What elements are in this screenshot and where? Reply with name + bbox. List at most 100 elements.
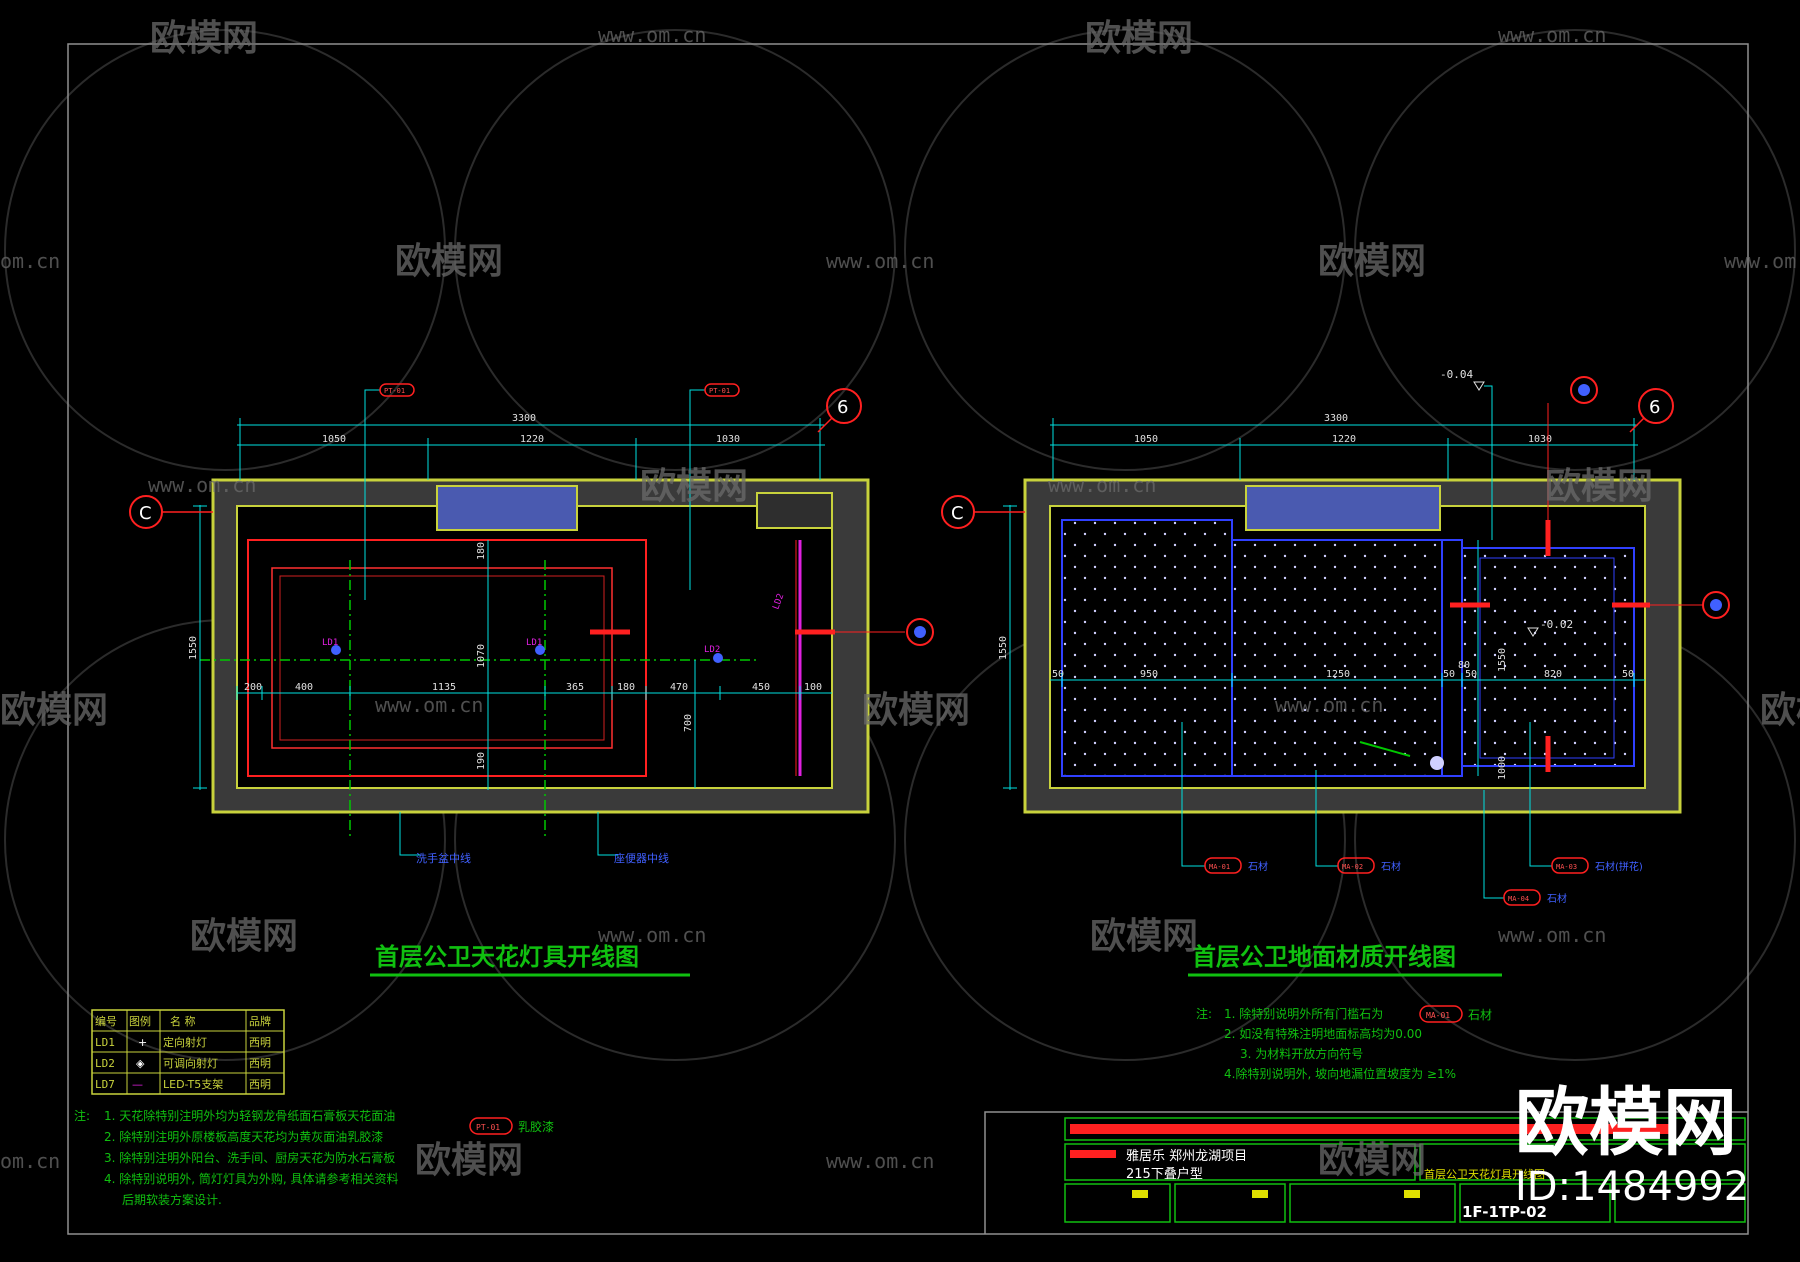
legend-r0-code: LD1: [95, 1036, 115, 1049]
right-floor-plan: 50 950 1250 50 50 820 50 1550 1550 1000 …: [941, 368, 1730, 977]
rdim-seg-0: 1050: [1134, 434, 1158, 445]
dim-total: 3300: [512, 413, 536, 424]
callout-tag-3: MA-04: [1508, 895, 1529, 903]
axis-c-right: C: [951, 503, 964, 524]
dim-row-5: 470: [670, 682, 688, 693]
left-ceiling-plan: 200 400 1135 365 180 470 450 100 180 107…: [129, 383, 934, 977]
watermarks: 欧模网 欧模网 欧模网 欧模网 欧模网 欧模网 欧模网 欧模网 欧模网 欧模网 …: [0, 18, 1800, 1181]
rdim-seg-2: 1030: [1528, 434, 1552, 445]
wm-url-5: www.om.cn: [1724, 249, 1800, 273]
led-label-1: LD1: [526, 638, 542, 648]
rdim-row-4: 50: [1465, 669, 1477, 680]
left-notes: 注: 1. 天花除特别注明外均为轻钢龙骨纸面石膏板天花面油 2. 除特别注明外原…: [74, 1108, 554, 1207]
wm-logo-1: 欧模网: [150, 18, 258, 59]
rdim-row-6: 50: [1622, 669, 1634, 680]
left-ceiling-outer: [247, 539, 647, 777]
rdim-row-3: 50: [1443, 669, 1455, 680]
dim-row-6: 450: [752, 682, 770, 693]
wm-url-13: www.om.cn: [826, 1149, 934, 1173]
drawing-title: 首层公卫天花灯具开线图: [1424, 1167, 1545, 1181]
callout-toilet: 座便器中线: [614, 851, 669, 865]
wm-logo-5: 欧模网: [640, 466, 748, 507]
legend-r2-code: LD7: [95, 1078, 115, 1091]
left-notes-prefix: 注:: [74, 1108, 90, 1123]
legend-r0-brand: 西明: [249, 1036, 271, 1049]
left-note-2: 2. 除特别注明外原楼板高度天花均为黄灰面油乳胶漆: [104, 1129, 383, 1144]
right-window: [1245, 485, 1441, 531]
dim-v-2: 190: [476, 752, 487, 770]
right-notes: 注: 1. 除特别说明外所有门槛石为 2. 如没有特殊注明地面标高均为0.00 …: [1196, 1005, 1492, 1081]
tag-b: PT-01: [709, 387, 730, 395]
right-note-3: 3. 为材料开放方向符号: [1240, 1046, 1363, 1061]
axis-c-left: C: [139, 503, 152, 524]
drawing-number: 1F-1TP-02: [1462, 1203, 1547, 1221]
dim-row-4: 180: [617, 682, 635, 693]
legend-r1-symbol: ◈: [136, 1057, 145, 1070]
legend-r0-symbol: +: [138, 1036, 147, 1049]
wm-logo-2: 欧模网: [1085, 18, 1193, 59]
wm-url-9: www.om.cn: [1275, 693, 1383, 717]
callout-text-3: 石材: [1547, 892, 1567, 905]
rdim-v-0: 1550: [1497, 648, 1508, 672]
led-label-2: LD2: [704, 645, 720, 655]
dim-row-0: 200: [244, 682, 262, 693]
callout-text-2: 石材(拼花): [1595, 860, 1643, 873]
left-note-3: 3. 除特别注明外阳台、洗手间、厨房天花为防水石膏板: [104, 1150, 395, 1165]
wm-logo-12: 欧模网: [415, 1140, 523, 1181]
dim-seg-0: 1050: [322, 434, 346, 445]
tag-a: PT-01: [384, 387, 405, 395]
wm-url-11: www.om.cn: [1498, 923, 1606, 947]
brand-id-label: ID:1484992: [1515, 1164, 1749, 1210]
rdim-seg-1: 1220: [1332, 434, 1356, 445]
left-plan-title: 首层公卫天花灯具开线图: [375, 943, 639, 971]
rdim-height: 1550: [998, 636, 1009, 660]
left-ceiling-mid: [271, 567, 613, 749]
dim-row-7: 100: [804, 682, 822, 693]
callout-washbasin: 洗手盆中线: [416, 851, 471, 865]
wm-url-12: om.cn: [0, 1149, 60, 1173]
rdim-row-0: 50: [1052, 669, 1064, 680]
dim-height: 1550: [188, 636, 199, 660]
wm-url-1: www.om.cn: [598, 23, 706, 47]
brand-overlay: 欧模网 ID:1484992: [1515, 1080, 1749, 1210]
legend-r1-brand: 西明: [249, 1057, 271, 1070]
wm-logo-6: 欧模网: [1545, 466, 1653, 507]
legend-h-code: 编号: [95, 1014, 117, 1028]
legend-h-symbol: 图例: [129, 1014, 151, 1028]
wm-logo-9: 欧模网: [1760, 690, 1800, 731]
legend-h-brand: 品牌: [249, 1014, 271, 1028]
axis-6-right: 6: [1649, 397, 1660, 418]
left-note-5: 后期软装方案设计.: [122, 1192, 222, 1207]
dim-v-3: 700: [683, 714, 694, 732]
wm-logo-4: 欧模网: [1318, 241, 1426, 282]
project-company: 雅居乐 郑州龙湖项目: [1126, 1149, 1247, 1164]
dim-row-1: 400: [295, 682, 313, 693]
axis-6-left: 6: [837, 397, 848, 418]
right-notes-tag-suffix: 石材: [1468, 1008, 1492, 1022]
sheet-frame: [67, 43, 1749, 1235]
wm-url-8: www.om.cn: [375, 693, 483, 717]
rdim-v-2: 80: [1458, 660, 1470, 671]
level-top: -0.04: [1440, 368, 1473, 381]
right-notes-tag: MA-01: [1426, 1011, 1450, 1020]
wm-logo-11: 欧模网: [1090, 916, 1198, 957]
right-note-4: 4.除特别说明外, 坡向地漏位置坡度为 ≥1%: [1224, 1066, 1456, 1081]
wm-url-4: www.om.cn: [826, 249, 934, 273]
wm-url-7: www.om.cn: [1048, 473, 1156, 497]
left-window: [436, 485, 578, 531]
wm-url-6: www.om.cn: [148, 473, 256, 497]
dim-v-0: 180: [476, 542, 487, 560]
dim-row-2: 1135: [432, 682, 456, 693]
project-unit-type: 215下叠户型: [1126, 1166, 1203, 1182]
wm-logo-7: 欧模网: [0, 690, 108, 731]
callout-tag-0: MA-01: [1209, 863, 1230, 871]
brand-logo-text: 欧模网: [1515, 1080, 1737, 1166]
led-label-0: LD1: [322, 638, 338, 648]
right-notes-prefix: 注:: [1196, 1006, 1212, 1021]
legend-r2-brand: 西明: [249, 1078, 271, 1091]
wm-url-2: www.om.cn: [1498, 23, 1606, 47]
callout-tag-2: MA-03: [1556, 863, 1577, 871]
right-note-1: 1. 除特别说明外所有门槛石为: [1224, 1006, 1383, 1021]
legend-r1-name: 可调向射灯: [163, 1056, 218, 1070]
wm-logo-8: 欧模网: [862, 690, 970, 731]
